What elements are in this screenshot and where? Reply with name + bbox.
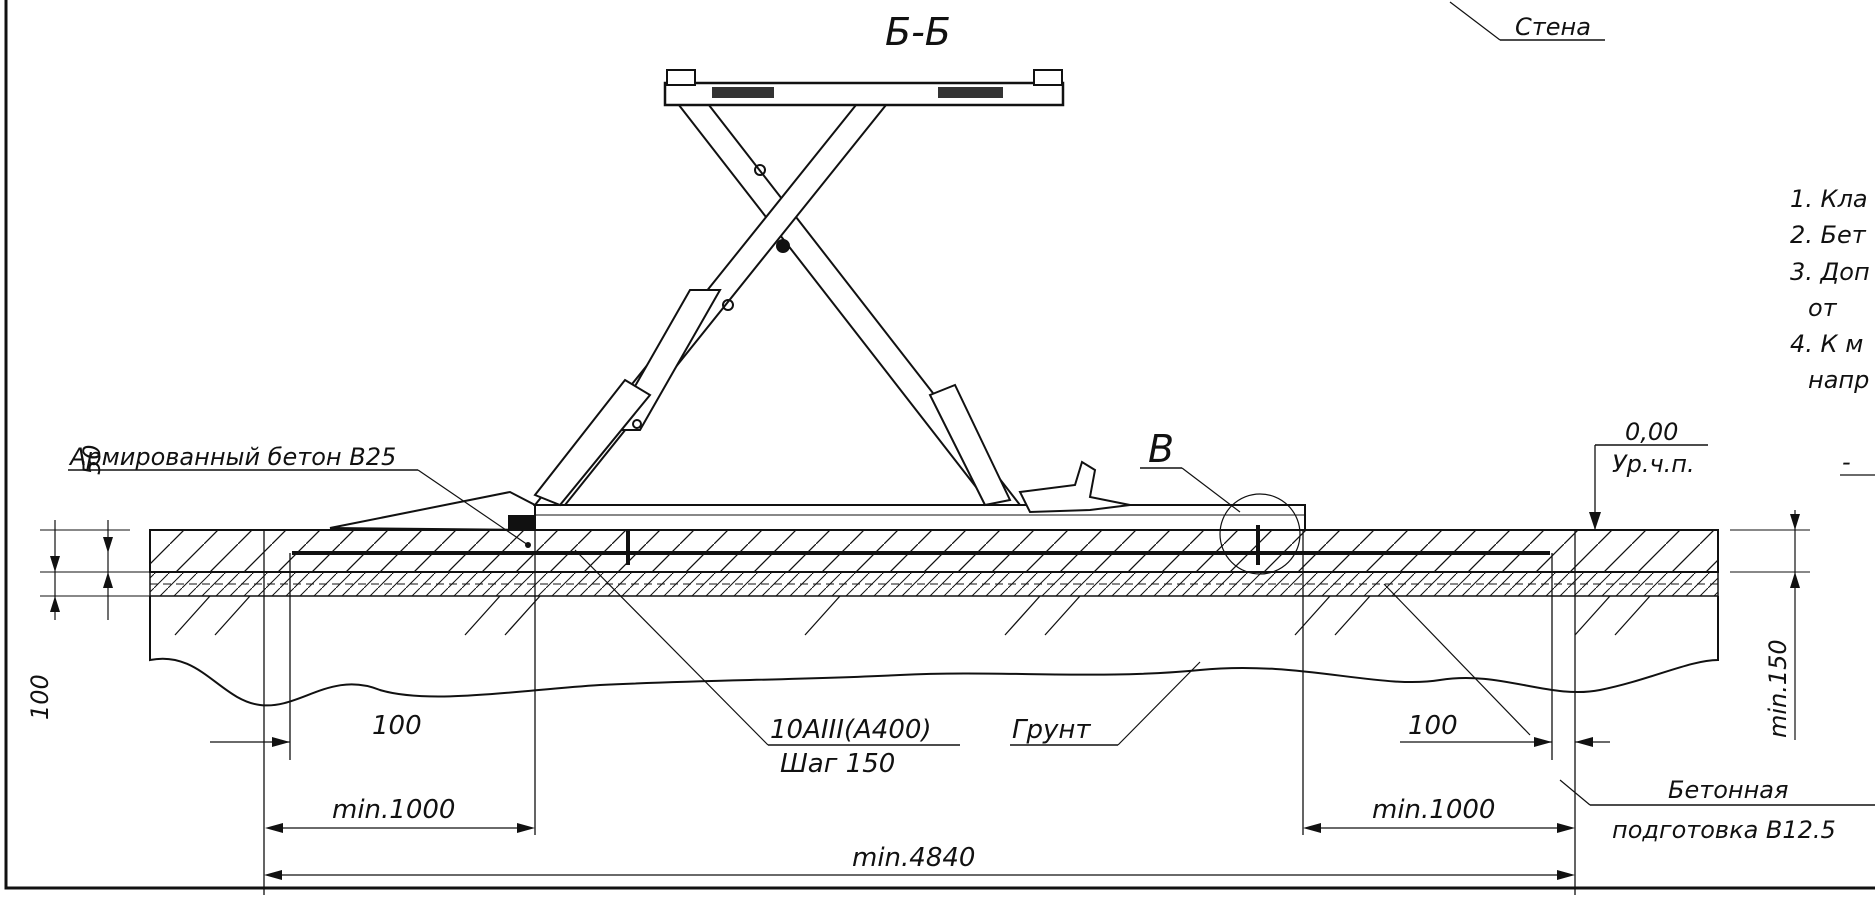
concrete-prep-label-line1: Бетонная (1668, 776, 1788, 804)
leader-lines (68, 1, 1875, 806)
note-4: 4. К м (1790, 330, 1863, 358)
note-4-cont: напр (1808, 366, 1869, 394)
reinforced-concrete-label: Армированный бетон B25 (68, 443, 396, 471)
note-3: 3. Доп (1790, 258, 1870, 286)
dim-min150: min.150 (1764, 639, 1792, 738)
detail-ref-label: В (1148, 427, 1174, 471)
rebar-label-line1: 10AIII(A400) (770, 715, 932, 745)
concrete-slab (149, 529, 1719, 597)
soil-label: Грунт (1012, 715, 1091, 745)
dim-50: 50 (78, 444, 106, 475)
section-title: Б-Б (885, 10, 951, 54)
pit-boundaries (263, 530, 1576, 895)
dim-100-vertical: 100 (26, 674, 54, 720)
dim-100-left: 100 (372, 711, 422, 741)
lift-base (329, 490, 1306, 575)
dash-mark: - (1842, 448, 1851, 476)
soil (149, 595, 1719, 707)
note-2: 2. Бет (1790, 221, 1867, 249)
dim-min1000-right: min.1000 (1372, 795, 1495, 825)
dim-min4840: min.4840 (852, 843, 975, 873)
dim-100-right: 100 (1408, 711, 1458, 741)
rebar-label-line2: Шаг 150 (780, 749, 895, 779)
lift-platform (663, 69, 1065, 107)
dim-min1000-left: min.1000 (332, 795, 455, 825)
note-1: 1. Кла (1790, 185, 1868, 213)
level-name-label: Ур.ч.п. (1612, 450, 1695, 478)
note-3-cont: от (1808, 294, 1838, 322)
scissor-mechanism (532, 99, 1131, 514)
sheet-frame (4, 0, 1875, 890)
concrete-prep-label-line2: подготовка В12.5 (1612, 816, 1836, 844)
wall-label: Стена (1515, 13, 1591, 41)
level-value-label: 0,00 (1625, 418, 1678, 446)
dimension-lines (40, 474, 1875, 880)
notes-list: 1. Кла 2. Бет 3. Доп от 4. К м напр (1790, 185, 1870, 394)
